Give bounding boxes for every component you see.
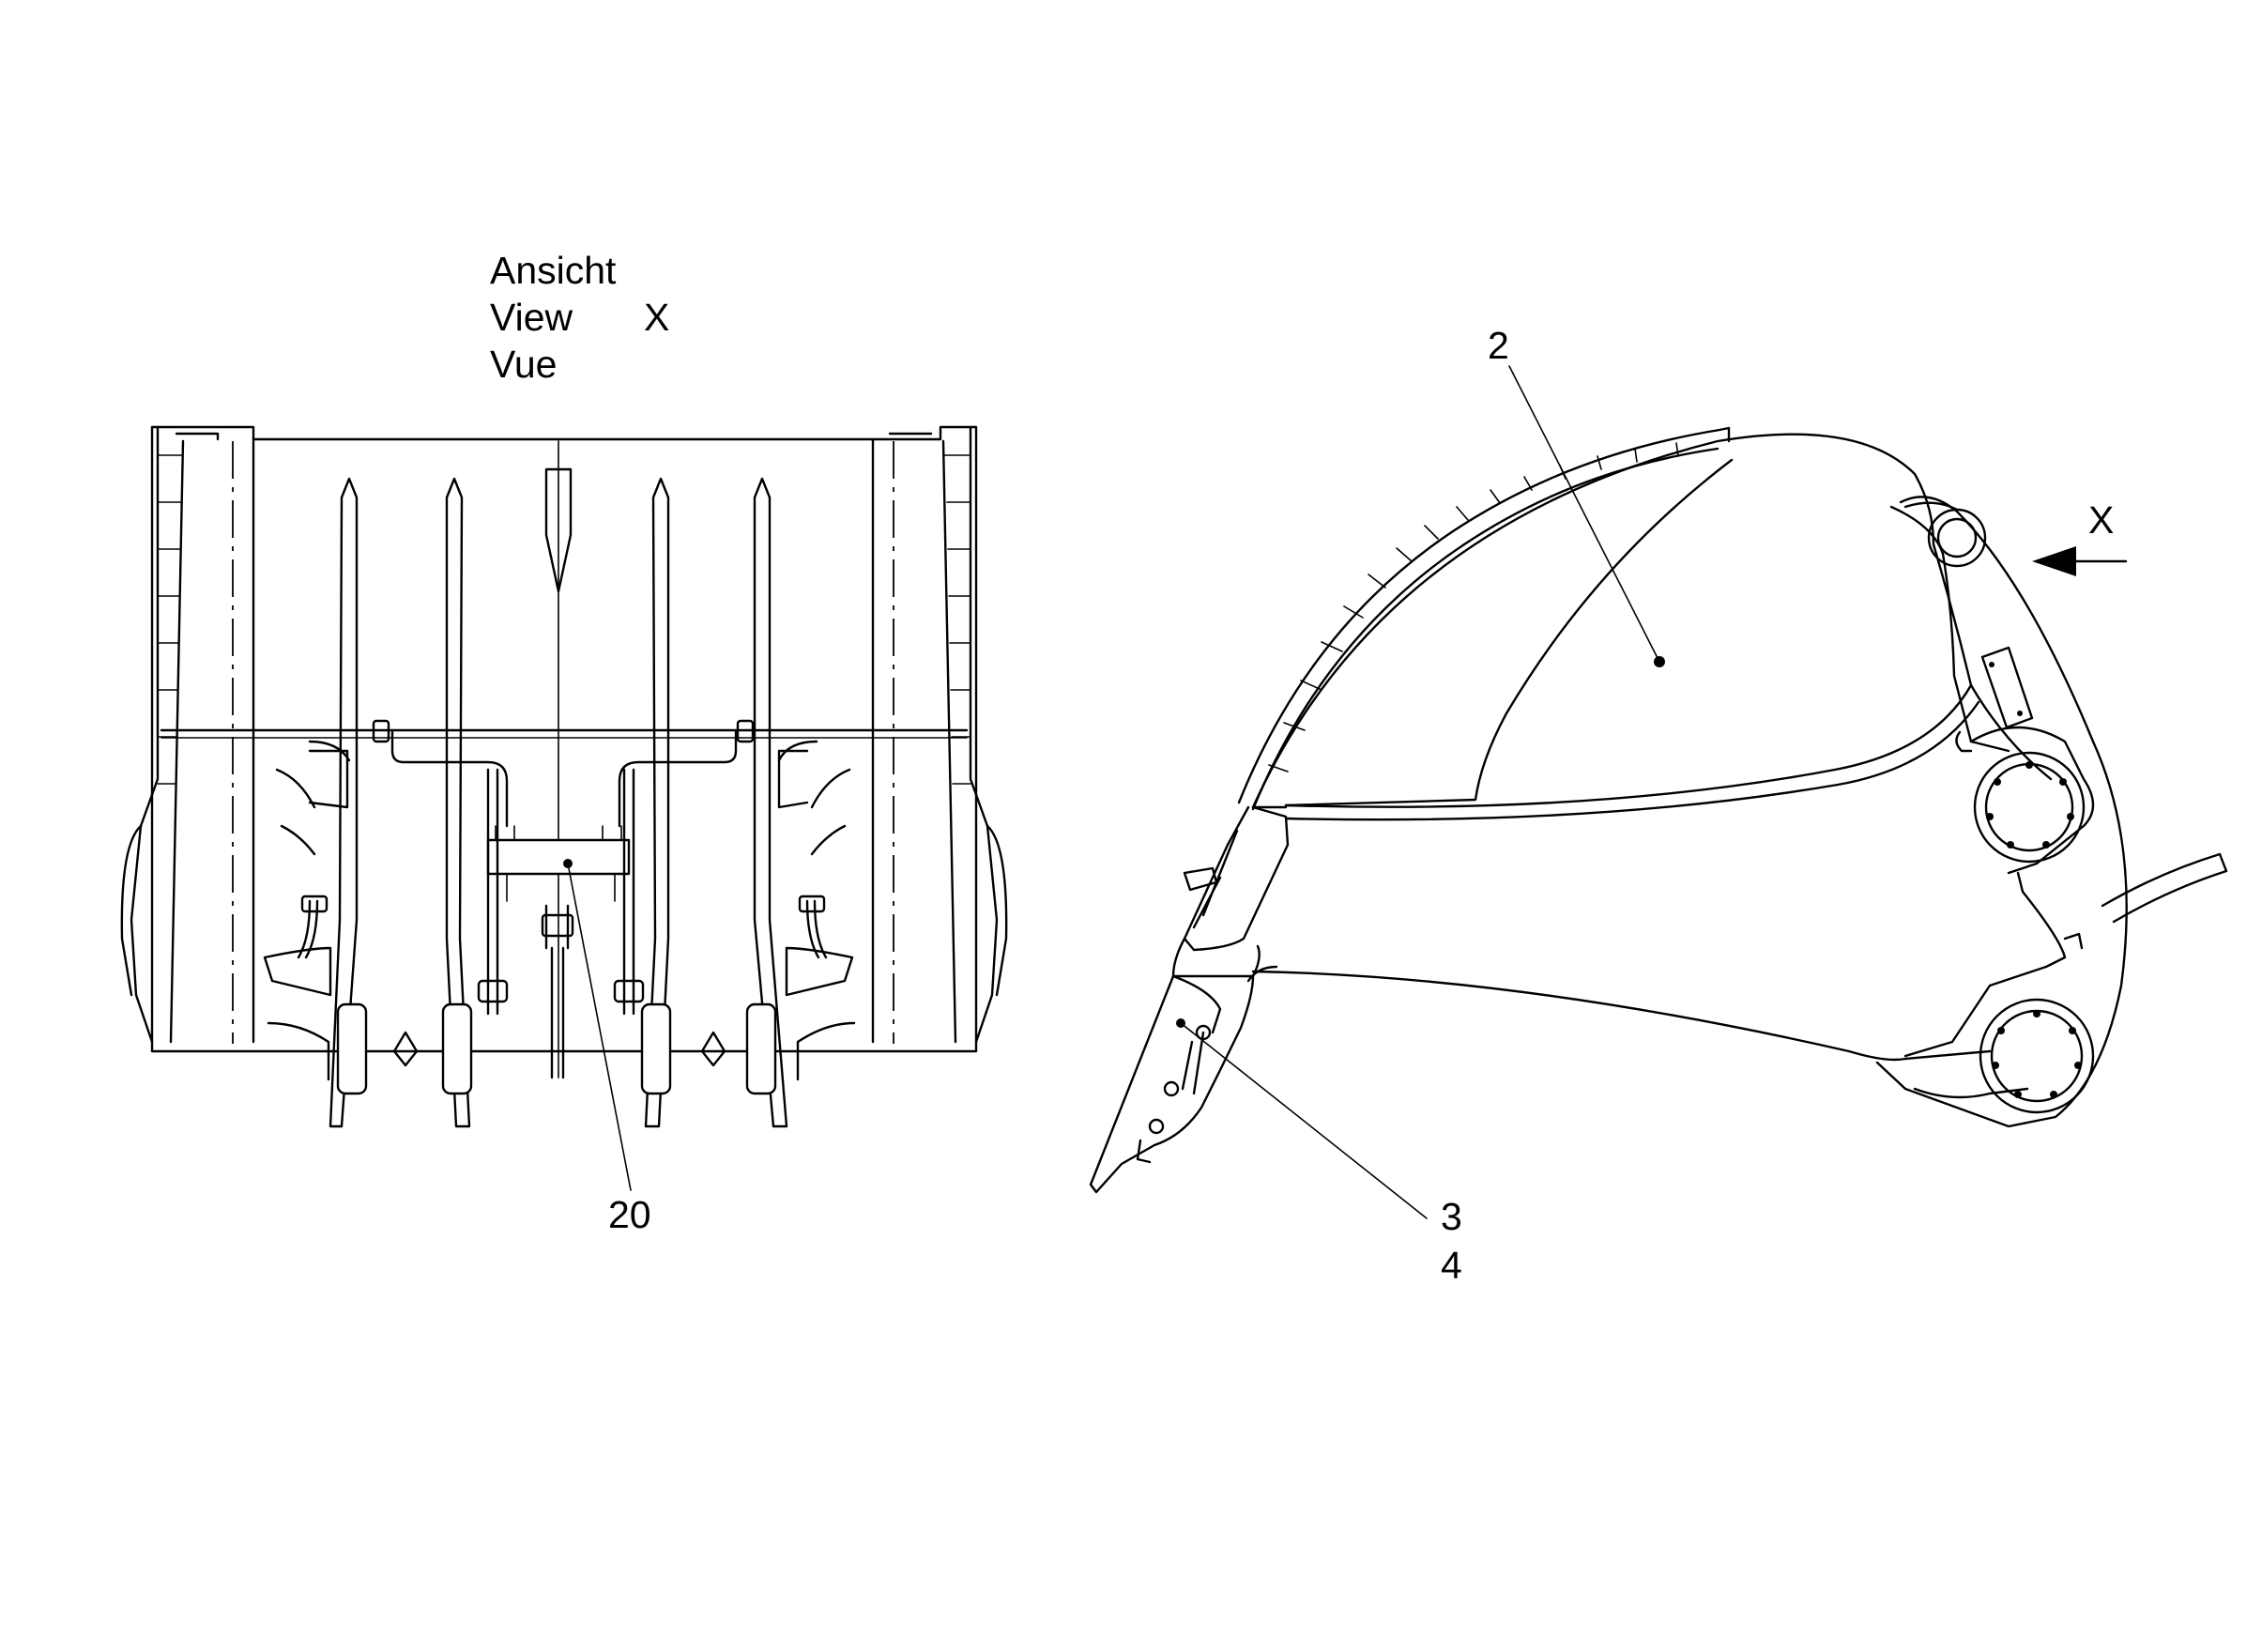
side-plate — [1875, 496, 2128, 1128]
bucket-side-view — [1089, 365, 2228, 1219]
view-caption: Ansicht View X Vue — [490, 249, 669, 386]
side-plate-left — [169, 439, 185, 1044]
direction-marker-x: X — [2088, 498, 2114, 542]
left-wear-segments — [120, 425, 184, 1044]
lower-pivot — [1979, 998, 2095, 1114]
left-rim — [175, 432, 220, 441]
side-panel-edge — [1284, 458, 1734, 807]
leader-20 — [567, 863, 632, 1191]
callout-2: 2 — [1488, 324, 1509, 367]
tooth — [1089, 974, 1255, 1194]
bucket-front-view — [120, 425, 1008, 1191]
callout-3: 3 — [1441, 1195, 1462, 1238]
identification-plate — [1980, 646, 2034, 729]
lower-belly — [1251, 970, 1992, 1062]
tine-2 — [445, 477, 471, 1128]
center-wedge — [544, 467, 573, 593]
view-direction-arrow — [2032, 546, 2128, 576]
top-wear-strips — [1237, 426, 1731, 811]
upper-pivot — [1973, 751, 2086, 864]
front-lip — [1183, 805, 1290, 952]
bucket-outline — [150, 425, 978, 1053]
caption-view-letter: X — [644, 296, 669, 339]
hydraulic-hardware — [297, 719, 828, 1079]
callout-20: 20 — [608, 1193, 651, 1236]
caption-ansicht: Ansicht — [490, 249, 617, 292]
leader-2 — [1508, 365, 1660, 663]
tine-3 — [644, 477, 670, 1128]
leader-3-4 — [1180, 1022, 1428, 1219]
hydraulic-hose — [2101, 852, 2228, 924]
right-wear-segments — [944, 425, 1008, 1044]
bottom-brackets — [263, 749, 856, 1095]
caption-view: View — [490, 296, 573, 339]
tine-1 — [329, 477, 359, 1128]
tines — [329, 467, 788, 1128]
caption-vue: Vue — [490, 343, 557, 386]
side-plate-right — [941, 439, 957, 1044]
distributor-block — [486, 838, 631, 876]
callout-4: 4 — [1441, 1244, 1462, 1287]
tine-4 — [753, 477, 788, 1128]
